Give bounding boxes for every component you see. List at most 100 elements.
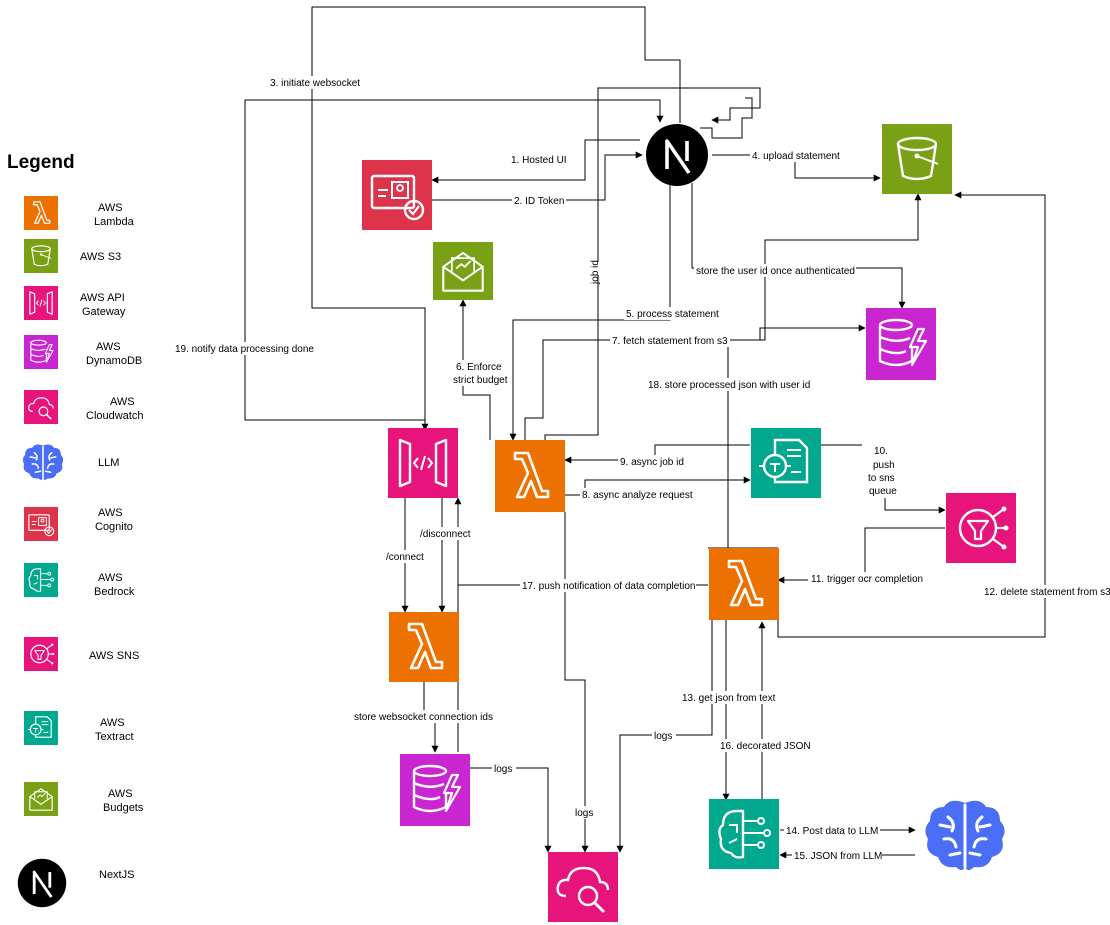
legend-item-sns: AWS SNS <box>24 637 139 671</box>
label-initiate-websocket: 3. initiate websocket <box>270 78 360 89</box>
label-logs-dynamo: logs <box>494 764 512 775</box>
brain-icon <box>21 443 65 481</box>
legend-title: Legend <box>7 152 75 173</box>
label-push-sns-4: queue <box>869 486 897 497</box>
legend-item-dynamodb: AWS DynamoDB <box>24 335 142 369</box>
brain-icon <box>923 799 1007 872</box>
edge-enforce-budget <box>459 299 491 440</box>
label-decorated-json: 16. decorated JSON <box>720 741 811 752</box>
edge-process-statement <box>509 183 671 441</box>
legend-item-cloudwatch: AWS Cloudwatch <box>24 390 143 424</box>
legend-label: Gateway <box>82 306 126 318</box>
legend-label: Cognito <box>95 521 133 533</box>
label-job-id: job id <box>590 260 601 285</box>
legend-item-budgets: AWS Budgets <box>24 782 144 816</box>
label-id-token: 2. ID Token <box>514 196 564 207</box>
nextjs-node[interactable] <box>645 123 709 187</box>
edge-logs-lambda1 <box>564 512 589 853</box>
label-json-from-llm: 15. JSON from LLM <box>794 851 882 862</box>
lambda-ocr-node[interactable] <box>709 548 779 620</box>
legend-item-lambda: AWS Lambda <box>24 196 135 230</box>
legend-label: AWS <box>98 572 123 584</box>
label-hosted-ui: 1. Hosted UI <box>511 155 567 166</box>
sns-node[interactable] <box>946 493 1016 563</box>
label-connect: /connect <box>386 552 424 563</box>
legend-label: DynamoDB <box>86 355 142 367</box>
lambda-process-node[interactable] <box>495 440 565 512</box>
label-upload-statement: 4. upload statement <box>752 151 840 162</box>
label-process-statement: 5. process statement <box>626 309 719 320</box>
nextjs-icon <box>645 123 709 187</box>
label-push-notification: 17. push notification of data completion <box>522 581 695 592</box>
legend-label: AWS <box>108 788 133 800</box>
label-trigger-ocr: 11. trigger ocr completion <box>811 574 923 585</box>
edge-async-analyze <box>565 476 751 496</box>
label-store-processed-json: 18. store processed json with user id <box>648 380 810 391</box>
label-post-llm: 14. Post data to LLM <box>786 826 878 837</box>
legend-item-cognito: AWS Cognito <box>24 507 133 541</box>
edge-notify-done <box>244 99 664 440</box>
label-store-user-id: store the user id once authenticated <box>696 266 855 277</box>
label-notify-done: 19. notify data processing done <box>175 344 314 355</box>
edges <box>244 6 1046 859</box>
label-push-sns-2: push <box>873 460 895 471</box>
label-store-ws-ids: store websocket connection ids <box>354 712 493 723</box>
label-disconnect: /disconnect <box>420 529 471 540</box>
edge-fetch-statement <box>524 324 866 440</box>
legend-item-llm: LLM <box>21 443 119 481</box>
legend-label: AWS <box>110 396 135 408</box>
legend-item-api-gateway: AWS API Gateway <box>24 286 126 320</box>
legend-label: AWS API <box>80 292 125 304</box>
label-logs-lambda1: logs <box>575 808 593 819</box>
legend-label: Cloudwatch <box>86 410 143 422</box>
label-push-sns-1: 10. <box>874 446 888 457</box>
edge-initiate-websocket <box>311 6 681 431</box>
label-logs-lambda2: logs <box>654 731 672 742</box>
budgets-node[interactable] <box>433 242 493 300</box>
api-gateway-node[interactable] <box>388 428 458 498</box>
legend-item-nextjs: NextJS <box>17 858 134 908</box>
edge-labels: 1. Hosted UI 2. ID Token 3. initiate web… <box>173 76 1110 862</box>
label-get-json: 13. get json from text <box>682 693 776 704</box>
llm-node[interactable] <box>923 799 1007 872</box>
legend-label: Bedrock <box>94 586 135 598</box>
dynamodb-connections-node[interactable] <box>400 754 470 826</box>
cloudwatch-node[interactable] <box>548 852 618 922</box>
legend-item-textract: AWS Textract <box>24 711 134 745</box>
textract-node[interactable] <box>751 428 821 498</box>
legend-label: NextJS <box>99 869 134 881</box>
legend-label: AWS S3 <box>80 251 121 263</box>
edge-store-user-id <box>691 183 906 309</box>
bedrock-node[interactable] <box>709 799 779 869</box>
legend-label: AWS <box>98 202 123 214</box>
edge-logs-dynamo <box>470 767 552 853</box>
label-async-job-id: 9. async job id <box>620 457 684 468</box>
nodes <box>362 123 1016 922</box>
legend-label: LLM <box>98 457 119 469</box>
label-fetch-statement: 7. fetch statement from s3 <box>612 336 728 347</box>
label-delete-statement: 12. delete statement from s3 <box>984 587 1110 598</box>
label-enforce-budget-1: 6. Enforce <box>456 362 502 373</box>
edge-job-id <box>544 87 761 440</box>
cognito-node[interactable] <box>362 160 432 230</box>
edge-async-job-id <box>564 444 750 464</box>
legend-label: Budgets <box>103 802 144 814</box>
label-enforce-budget-2: strict budget <box>453 375 508 386</box>
edge-hosted-ui <box>431 139 640 184</box>
legend-label: Textract <box>95 731 134 743</box>
legend: Legend AWS Lambda AWS S3 AWS API Gateway… <box>7 152 144 908</box>
label-async-analyze: 8. async analyze request <box>582 490 693 501</box>
lambda-websocket-node[interactable] <box>389 612 459 682</box>
legend-label: AWS <box>98 507 123 519</box>
dynamodb-users-node[interactable] <box>866 308 936 380</box>
legend-item-s3: AWS S3 <box>24 239 121 273</box>
legend-label: AWS <box>96 341 121 353</box>
edge-store-processed-json <box>727 193 922 548</box>
nextjs-icon <box>17 858 67 908</box>
s3-node[interactable] <box>882 124 952 194</box>
legend-label: AWS SNS <box>89 650 139 662</box>
label-push-sns-3: to sns <box>868 473 895 484</box>
edge-delete-statement <box>777 191 1046 638</box>
edge-job-id-steps <box>700 97 753 139</box>
